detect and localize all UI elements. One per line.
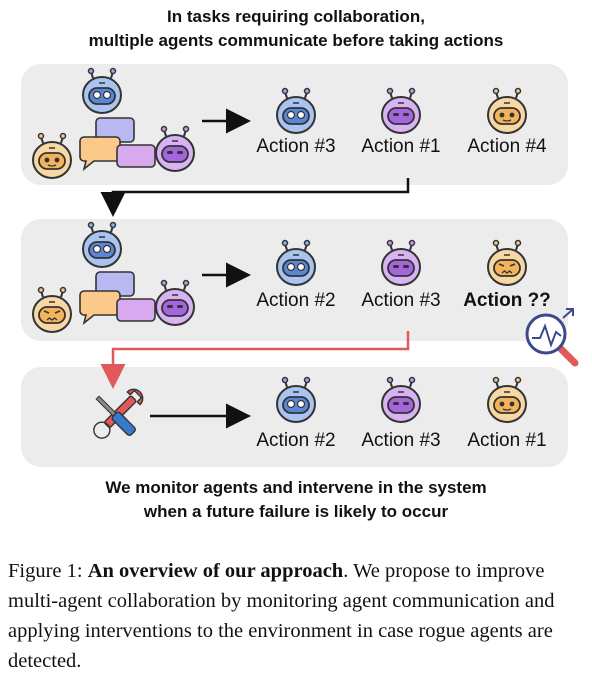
row2-chat-bubbles — [79, 271, 156, 324]
caption-label: Figure 1: — [8, 560, 83, 582]
row1-action-label-3: Action #4 — [467, 136, 547, 157]
row1-action-label-2: Action #1 — [361, 136, 441, 157]
row3-action-blue-robot — [276, 376, 316, 423]
row1-action-label-1: Action #3 — [256, 136, 336, 157]
figure-caption: Figure 1: An overview of our approach. W… — [8, 556, 586, 676]
wrench-screwdriver-icon — [93, 388, 144, 439]
row3-action-label-3: Action #1 — [467, 430, 547, 451]
caption-bold: An overview of our approach — [87, 560, 344, 582]
row1-purple-robot — [155, 125, 195, 172]
caption-text: . We propose to improve multi-agent coll… — [8, 560, 555, 672]
row2-action-label-3: Action ?? — [463, 290, 551, 311]
row1-action-orange-robot — [487, 87, 527, 134]
footer-line-1: We monitor agents and intervene in the s… — [105, 478, 487, 497]
footer-line-2: when a future failure is likely to occur — [143, 502, 449, 521]
row2-blue-robot — [82, 221, 122, 268]
connector-arrow-1 — [100, 178, 410, 217]
row1-chat-bubbles — [79, 117, 156, 170]
row3-action-purple-robot — [381, 376, 421, 423]
intervention-arrow — [100, 331, 410, 389]
row2-action-label-1: Action #2 — [256, 290, 336, 311]
row2-purple-robot — [155, 279, 195, 326]
row2-action-orange-robot — [487, 239, 527, 286]
row2-orange-robot — [32, 286, 72, 333]
magnifier-chart-icon — [525, 308, 579, 367]
row3-action-label-1: Action #2 — [256, 430, 336, 451]
row2-action-blue-robot — [276, 239, 316, 286]
row1-orange-robot — [32, 132, 72, 179]
row2-action-label-2: Action #3 — [361, 290, 441, 311]
header-line-1: In tasks requiring collaboration, — [167, 7, 425, 26]
row1-action-purple-robot — [381, 87, 421, 134]
row3-action-label-2: Action #3 — [361, 430, 441, 451]
row3-action-orange-robot — [487, 376, 527, 423]
header-line-2: multiple agents communicate before takin… — [88, 31, 504, 50]
row2-action-purple-robot — [381, 239, 421, 286]
row1-blue-robot — [82, 67, 122, 114]
row1-action-blue-robot — [276, 87, 316, 134]
